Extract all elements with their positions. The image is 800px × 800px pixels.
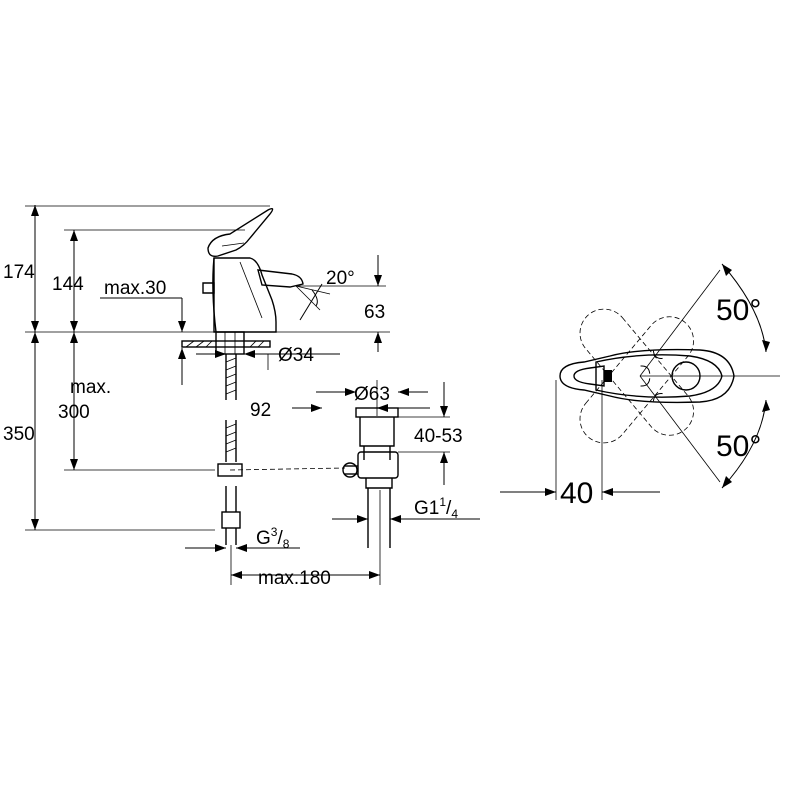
dim-20deg: 20° bbox=[326, 268, 355, 289]
dim-174: 174 bbox=[3, 262, 35, 283]
faucet-side-view: 174 144 max.30 20° 63 Ø34 max. 300 350 9… bbox=[3, 205, 480, 589]
dim-92: 92 bbox=[250, 400, 271, 421]
faucet-top-view: 50° 50° 40 bbox=[500, 263, 780, 510]
dim-350: 350 bbox=[3, 424, 35, 445]
dim-50deg-top: 50° bbox=[716, 294, 761, 327]
dim-g-3-8: G3/8 bbox=[256, 525, 290, 551]
waste-valve bbox=[342, 407, 399, 548]
dim-50deg-bottom: 50° bbox=[716, 430, 761, 463]
deck-plate bbox=[181, 340, 271, 348]
dim-40-53: 40-53 bbox=[414, 426, 463, 447]
dim-max180: max.180 bbox=[258, 568, 331, 589]
dim-d63: Ø63 bbox=[354, 384, 390, 405]
handle-top-view bbox=[559, 348, 735, 404]
handle-cap bbox=[671, 361, 701, 391]
supply-center-line bbox=[229, 467, 346, 471]
mounting-nut bbox=[215, 331, 245, 355]
handle-position-top bbox=[579, 316, 694, 444]
dim-max30: max.30 bbox=[104, 278, 166, 299]
dim-300: 300 bbox=[58, 402, 90, 423]
dim-max-label: max. bbox=[70, 377, 111, 398]
dim-63: 63 bbox=[364, 302, 385, 323]
dim-d34: Ø34 bbox=[278, 345, 314, 366]
dim-144: 144 bbox=[52, 274, 84, 295]
faucet-lever bbox=[207, 207, 274, 258]
faucet-spout bbox=[257, 269, 304, 288]
handle-position-bottom bbox=[579, 308, 694, 436]
faucet-body bbox=[213, 257, 277, 333]
dim-40: 40 bbox=[560, 477, 593, 510]
supply-hose-middle bbox=[225, 420, 237, 462]
supply-connector bbox=[221, 511, 241, 529]
dim-g1-1-4: G11/4 bbox=[414, 495, 458, 521]
